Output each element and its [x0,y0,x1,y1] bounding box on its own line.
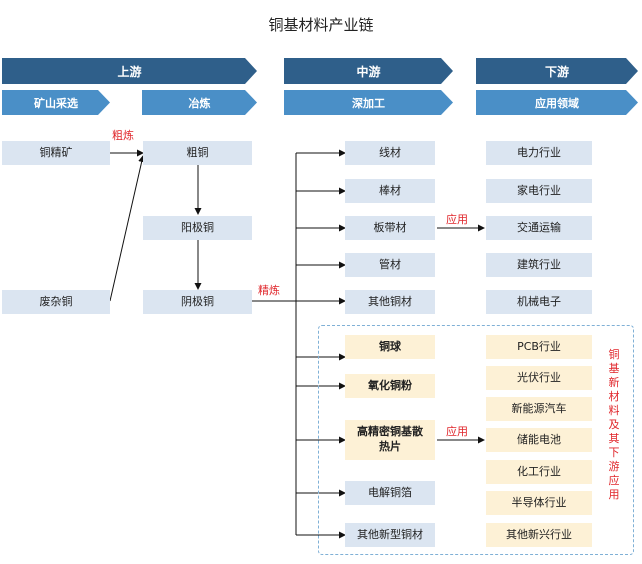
mid-item: 棒材 [345,179,435,203]
down-item: 机械电子 [486,290,592,314]
stage-downstream: 下游 [476,58,638,84]
new-mid-item: 其他新型铜材 [345,523,435,547]
new-down-item: 化工行业 [486,460,592,484]
new-down-item: 新能源汽车 [486,397,592,421]
stage-midstream: 中游 [284,58,453,84]
substage-applications: 应用领域 [476,90,638,115]
mid-item: 线材 [345,141,435,165]
label-apply-new: 应用 [446,425,468,438]
mid-item: 管材 [345,253,435,277]
mid-item: 板带材 [345,216,435,240]
down-item: 家电行业 [486,179,592,203]
substage-deep-processing: 深加工 [284,90,453,115]
label-rough-smelting: 粗炼 [112,129,134,142]
new-mid-item: 高精密铜基散热片 [345,420,435,460]
down-item: 电力行业 [486,141,592,165]
new-mid-item: 铜球 [345,335,435,359]
mid-item: 其他铜材 [345,290,435,314]
diagram-title: 铜基材料产业链 [268,16,374,34]
node-anode-copper: 阳极铜 [143,216,252,240]
node-cathode-copper: 阴极铜 [143,290,252,314]
new-down-item: 光伏行业 [486,366,592,390]
new-down-item: 储能电池 [486,428,592,452]
new-down-item: PCB行业 [486,335,592,359]
down-item: 建筑行业 [486,253,592,277]
new-materials-label: 铜基新材料及其下游应用 [608,348,620,501]
node-copper-ore: 铜精矿 [2,141,110,165]
down-item: 交通运输 [486,216,592,240]
stage-upstream: 上游 [2,58,257,84]
new-down-item: 半导体行业 [486,491,592,515]
label-refining: 精炼 [258,284,280,297]
substage-smelting: 冶炼 [142,90,257,115]
node-scrap-copper: 废杂铜 [2,290,110,314]
new-materials-region [318,325,634,555]
new-mid-item: 氧化铜粉 [345,374,435,398]
new-down-item: 其他新兴行业 [486,523,592,547]
label-apply-traditional: 应用 [446,213,468,226]
node-blister-copper: 粗铜 [143,141,252,165]
substage-mining: 矿山采选 [2,90,110,115]
new-mid-item: 电解铜箔 [345,481,435,505]
